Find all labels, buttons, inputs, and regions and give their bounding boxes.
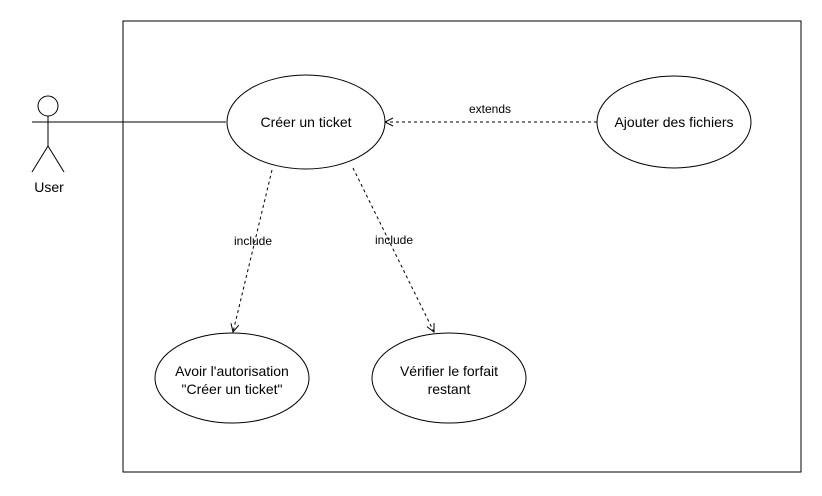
actor-left-leg — [31, 145, 49, 173]
include-arrow-left — [233, 169, 273, 332]
use-case-create-ticket-label: Créer un ticket — [260, 114, 351, 130]
use-case-authorization-line2: "Créer un ticket" — [182, 381, 283, 397]
include-label-right: include — [375, 233, 413, 247]
use-case-add-files-label: Ajouter des fichiers — [614, 114, 733, 130]
use-case-authorization[interactable]: Avoir l'autorisation "Créer un ticket" — [154, 332, 310, 424]
actor-label: User — [34, 179, 64, 195]
use-case-create-ticket[interactable]: Créer un ticket — [226, 74, 386, 170]
actor-right-leg — [47, 145, 65, 173]
use-case-check-plan-line2: restant — [428, 381, 471, 397]
system-boundary — [122, 20, 802, 473]
include-arrow-right — [352, 167, 434, 332]
extends-label: extends — [469, 102, 511, 116]
include-label-left: include — [234, 234, 272, 248]
use-case-authorization-line1: Avoir l'autorisation — [175, 363, 289, 379]
actor-head — [37, 95, 59, 117]
use-case-check-plan-line1: Vérifier le forfait — [400, 363, 498, 379]
use-case-check-plan[interactable]: Vérifier le forfait restant — [371, 332, 527, 424]
actor-user[interactable]: User — [31, 95, 65, 195]
use-case-add-files[interactable]: Ajouter des fichiers — [596, 75, 752, 169]
